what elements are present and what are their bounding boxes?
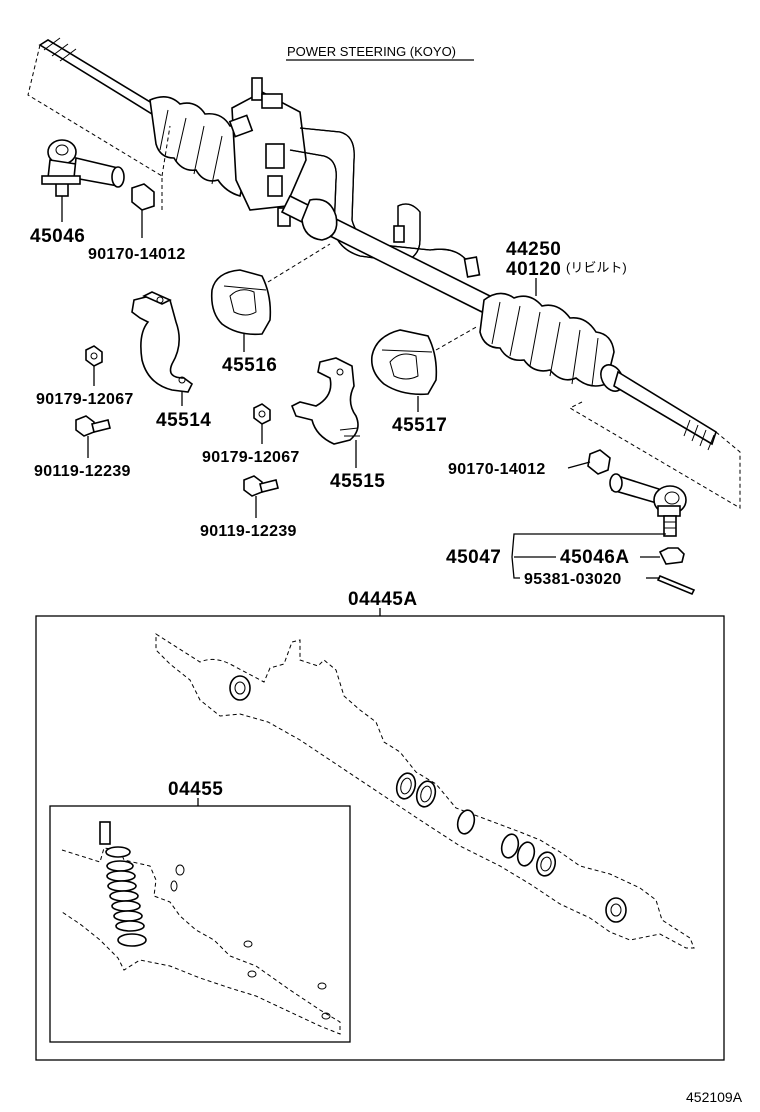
small-oring-3 — [243, 940, 253, 948]
nut-90179-middle — [253, 403, 271, 425]
small-oring-2 — [170, 880, 178, 892]
diagram-title: POWER STEERING (KOYO) — [287, 44, 456, 59]
label-90119-12239-left: 90119-12239 — [34, 463, 131, 480]
label-90179-12067-middle: 90179-12067 — [202, 449, 300, 466]
tie-rod-end-right — [609, 473, 687, 537]
right-tie-rod-guide — [568, 401, 741, 509]
valve-outline — [61, 847, 341, 1035]
grommet-45516 — [210, 269, 272, 336]
bracket-45515 — [290, 357, 359, 445]
kit-box-04455 — [49, 805, 351, 1043]
cotter-pin — [656, 574, 696, 596]
guide-45517 — [435, 325, 479, 351]
bracket-45514 — [131, 295, 194, 393]
footer-code: 452109A — [686, 1089, 743, 1105]
housing-port-right — [605, 897, 627, 923]
small-oring-1 — [175, 864, 185, 876]
small-oring-4 — [247, 970, 257, 978]
housing-port-left — [229, 675, 251, 701]
label-45046A: 45046A — [560, 547, 630, 568]
leader-45047-bracket — [511, 533, 666, 579]
grommet-45517 — [370, 329, 438, 396]
label-45046-left: 45046 — [30, 226, 85, 247]
steering-rack-assembly — [38, 37, 717, 451]
small-oring-5 — [317, 982, 327, 990]
label-90119-12239-middle: 90119-12239 — [200, 523, 297, 540]
label-44250: 44250 — [506, 239, 561, 260]
bolt-90119-middle — [243, 475, 279, 497]
nut-90179-left — [85, 345, 103, 367]
valve-seal-stack — [105, 846, 147, 947]
label-45517: 45517 — [392, 415, 447, 436]
small-oring-6 — [321, 1012, 331, 1020]
lock-nut-left — [131, 183, 155, 211]
bracket-45514-tab — [142, 291, 172, 305]
castle-nut — [658, 547, 685, 565]
valve-shaft-tip — [99, 821, 111, 845]
tie-rod-end-left — [41, 139, 125, 197]
leader-90170-right — [567, 461, 591, 469]
left-tie-rod-guide — [27, 44, 171, 210]
label-95381-03020: 95381-03020 — [524, 571, 622, 588]
seal-rings — [395, 772, 557, 877]
housing-outline — [155, 633, 695, 949]
label-45516: 45516 — [222, 355, 277, 376]
label-90170-14012-right: 90170-14012 — [448, 461, 546, 478]
label-40120-note: (リビルト) — [566, 260, 627, 275]
label-40120: 40120 — [506, 259, 561, 280]
label-04455: 04455 — [168, 779, 223, 800]
label-45047: 45047 — [446, 547, 501, 568]
bolt-90119-left — [75, 415, 111, 437]
label-90179-12067-left: 90179-12067 — [36, 391, 134, 408]
lock-nut-right — [587, 449, 611, 475]
guide-45516 — [267, 243, 331, 283]
kit-box-04445A — [35, 615, 725, 1061]
label-90170-14012-left: 90170-14012 — [88, 246, 186, 263]
label-04445A: 04445A — [348, 589, 418, 610]
label-45514: 45514 — [156, 410, 211, 431]
label-45515: 45515 — [330, 471, 385, 492]
